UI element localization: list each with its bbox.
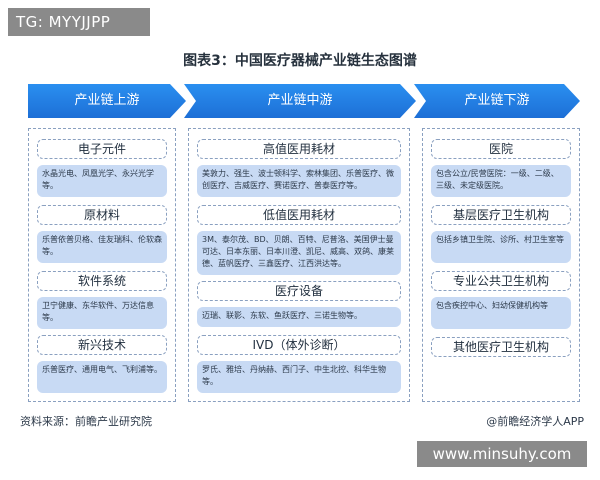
primary-care-detail: 包括乡镇卫生院、诊所、村卫生室等 [431,231,571,263]
midstream-arrow: 产业链中游 [184,84,416,118]
public-health-heading: 专业公共卫生机构 [431,271,571,291]
downstream-arrow: 产业链下游 [414,84,580,118]
materials-detail: 乐普依普贝格、佳友瑞科、伦软森等。 [37,231,167,263]
hospital-heading: 医院 [431,139,571,159]
high-value-detail: 美敦力、强生、波士顿科学、索林集团、乐普医疗、微创医疗、吉威医疗、赛诺医疗、普泰… [197,165,401,197]
software-detail: 卫宁健康、东华软件、万达信息等。 [37,297,167,329]
ivd-detail: 罗氏、雅培、丹纳赫、西门子、中生北控、科华生物等。 [197,361,401,393]
equipment-detail: 迈瑞、联影、东软、鱼跃医疗、三诺生物等。 [197,307,401,327]
equipment-heading: 医疗设备 [197,281,401,301]
upstream-arrow: 产业链上游 [28,84,186,118]
other-institutions-heading: 其他医疗卫生机构 [431,337,571,357]
materials-heading: 原材料 [37,205,167,225]
low-value-detail: 3M、泰尔茂、BD、贝朗、百特、尼普洛、美国伊士曼可达、日本东丽、日本川澄、凯尼… [197,231,401,275]
brand-note: @前瞻经济学人APP [486,415,584,428]
electronics-heading: 电子元件 [37,139,167,159]
downstream-column: 医院 包含公立/民营医院：一级、二级、三级、未定级医院。 基层医疗卫生机构 包括… [422,128,580,402]
upstream-column: 电子元件 水晶光电、凤凰光学、永兴光学等。 原材料 乐普依普贝格、佳友瑞科、伦软… [28,128,176,402]
source-note: 资料来源：前瞻产业研究院 [20,415,152,428]
low-value-heading: 低值医用耗材 [197,205,401,225]
ivd-heading: IVD（体外诊断） [197,335,401,355]
electronics-detail: 水晶光电、凤凰光学、永兴光学等。 [37,165,167,197]
primary-care-heading: 基层医疗卫生机构 [431,205,571,225]
page-title: 图表3：中国医疗器械产业链生态图谱 [183,53,417,69]
high-value-heading: 高值医用耗材 [197,139,401,159]
tech-heading: 新兴技术 [37,335,167,355]
tg-channel-tag: TG: MYYJJPP [8,8,150,36]
tech-detail: 乐普医疗、通用电气、飞利浦等。 [37,361,167,393]
software-heading: 软件系统 [37,271,167,291]
midstream-column: 高值医用耗材 美敦力、强生、波士顿科学、索林集团、乐普医疗、微创医疗、吉威医疗、… [188,128,410,402]
public-health-detail: 包含疾控中心、妇幼保健机构等 [431,297,571,329]
site-watermark: www.minsuhy.com [417,441,587,467]
hospital-detail: 包含公立/民营医院：一级、二级、三级、未定级医院。 [431,165,571,197]
